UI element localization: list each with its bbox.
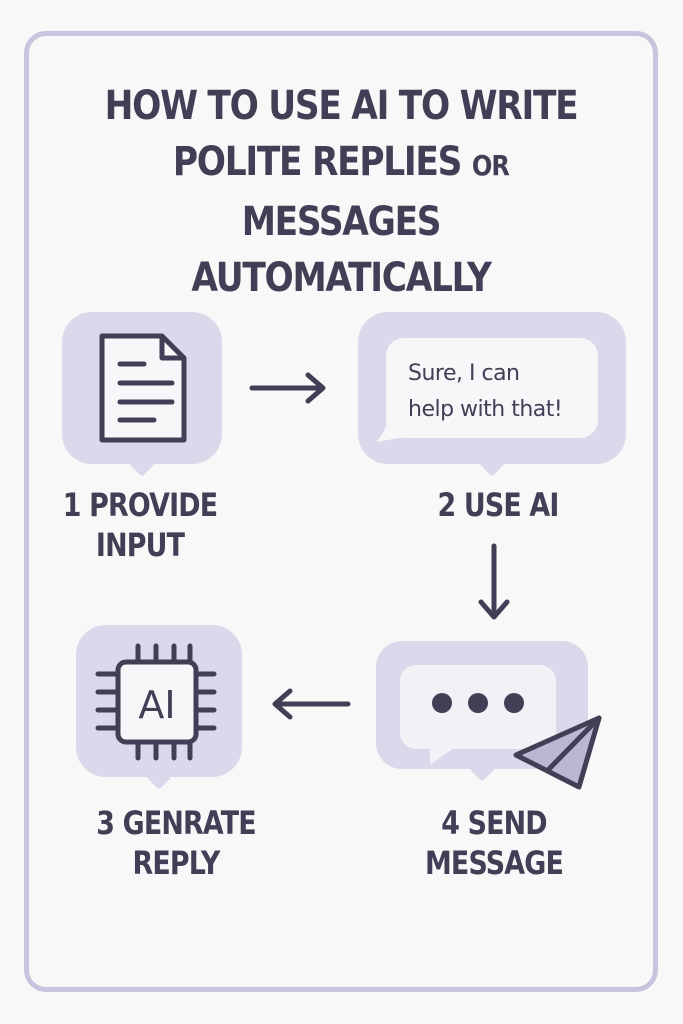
title-line-3: AUTOMATICALLY xyxy=(191,255,491,301)
title-line-2: POLITE REPLIES OR MESSAGES xyxy=(68,134,613,250)
title-connector: OR xyxy=(471,149,510,182)
bubble-text-line-1: Sure, I can xyxy=(408,361,520,386)
arrow-right-icon xyxy=(249,372,326,404)
title-line-2-part-1: POLITE REPLIES xyxy=(172,139,463,185)
ai-chip-icon: AI xyxy=(95,643,217,761)
title-line-1: HOW TO USE AI TO WRITE xyxy=(104,83,579,129)
step-1-label-line-2: INPUT xyxy=(95,526,185,564)
bubble-text-line-2: help with that! xyxy=(408,397,563,422)
step-4-label-line-1: 4 SEND xyxy=(441,804,547,842)
dot-2-icon xyxy=(468,693,488,713)
arrow-down-icon xyxy=(478,543,510,620)
speech-bubble-icon: Sure, I can help with that! xyxy=(386,338,598,438)
document-icon xyxy=(99,333,187,443)
step-2-label: 2 USE AI xyxy=(406,485,591,525)
bubble-text: Sure, I can help with that! xyxy=(408,356,563,428)
step-1-label: 1 PROVIDE INPUT xyxy=(48,485,233,565)
dot-3-icon xyxy=(504,693,524,713)
dot-1-icon xyxy=(432,693,452,713)
step-4-label-line-2: MESSAGE xyxy=(425,844,564,882)
step-3-label-line-1: 3 GENRATE xyxy=(96,804,256,842)
chat-send-icon xyxy=(400,665,602,790)
paper-plane-icon xyxy=(513,715,602,790)
poster-title: HOW TO USE AI TO WRITE POLITE REPLIES OR… xyxy=(68,78,613,306)
step-1-label-line-1: 1 PROVIDE xyxy=(62,486,218,524)
step-3-label: 3 GENRATE REPLY xyxy=(84,803,269,883)
speech-bubble-tail-icon xyxy=(376,420,400,442)
step-4-label: 4 SEND MESSAGE xyxy=(402,803,587,883)
poster-frame xyxy=(24,31,658,992)
chip-text: AI xyxy=(138,683,175,727)
arrow-left-icon xyxy=(272,688,351,720)
step-2-label-line-1: 2 USE AI xyxy=(437,486,559,524)
step-3-label-line-2: REPLY xyxy=(132,844,221,882)
title-line-2-part-2: MESSAGES xyxy=(241,199,442,245)
